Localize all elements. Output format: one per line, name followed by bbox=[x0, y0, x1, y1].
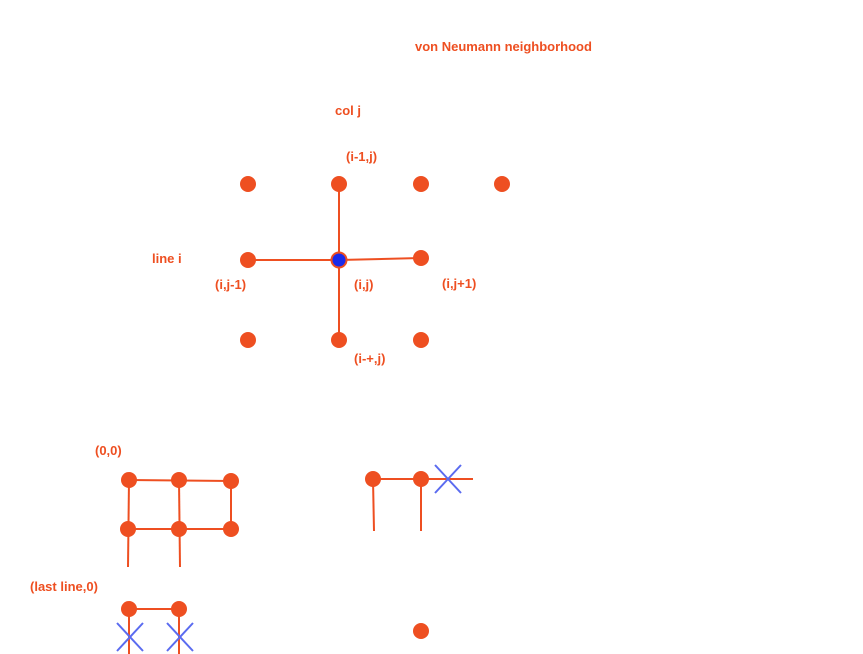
cell-dot bbox=[240, 176, 256, 192]
neighborhood-diagram bbox=[240, 176, 510, 348]
diagram-title: von Neumann neighborhood bbox=[415, 39, 592, 54]
cell-dot bbox=[171, 472, 187, 488]
cell-dot-last-line bbox=[121, 601, 137, 617]
cell-dot bbox=[171, 521, 187, 537]
cell-dot bbox=[240, 332, 256, 348]
last-line-label: (last line,0) bbox=[30, 579, 98, 594]
grid-edge bbox=[372, 478, 375, 532]
cell-dot bbox=[223, 473, 239, 489]
connector-right bbox=[338, 257, 422, 261]
left-neighbor-label: (i,j-1) bbox=[215, 277, 247, 292]
last-line-grid bbox=[116, 601, 194, 654]
cell-dot-right bbox=[413, 250, 429, 266]
cell-dot-left bbox=[240, 252, 256, 268]
cell-dot bbox=[413, 471, 429, 487]
right-neighbor-label: (i,j+1) bbox=[442, 276, 477, 291]
cross-mark bbox=[166, 622, 194, 652]
right-edge-grid bbox=[365, 464, 473, 532]
cell-dot bbox=[413, 176, 429, 192]
cell-dot bbox=[171, 601, 187, 617]
cell-dot-down bbox=[331, 332, 347, 348]
cell-dot bbox=[365, 471, 381, 487]
line-label: line i bbox=[152, 251, 182, 266]
origin-label: (0,0) bbox=[95, 443, 122, 458]
cell-dot bbox=[494, 176, 510, 192]
cell-dot-up bbox=[331, 176, 347, 192]
cell-dot bbox=[223, 521, 239, 537]
cell-dot-center bbox=[330, 251, 348, 269]
cell-dot bbox=[413, 332, 429, 348]
cross-mark bbox=[116, 622, 144, 652]
column-label: col j bbox=[335, 103, 362, 118]
origin-grid bbox=[120, 472, 239, 568]
center-cell-label: (i,j) bbox=[354, 277, 374, 292]
down-neighbor-label: (i-+,j) bbox=[354, 351, 386, 366]
up-neighbor-label: (i-1,j) bbox=[346, 149, 378, 164]
cell-dot bbox=[120, 521, 136, 537]
cell-dot-isolated bbox=[413, 623, 429, 639]
cell-dot-origin bbox=[121, 472, 137, 488]
cross-mark bbox=[434, 464, 462, 494]
